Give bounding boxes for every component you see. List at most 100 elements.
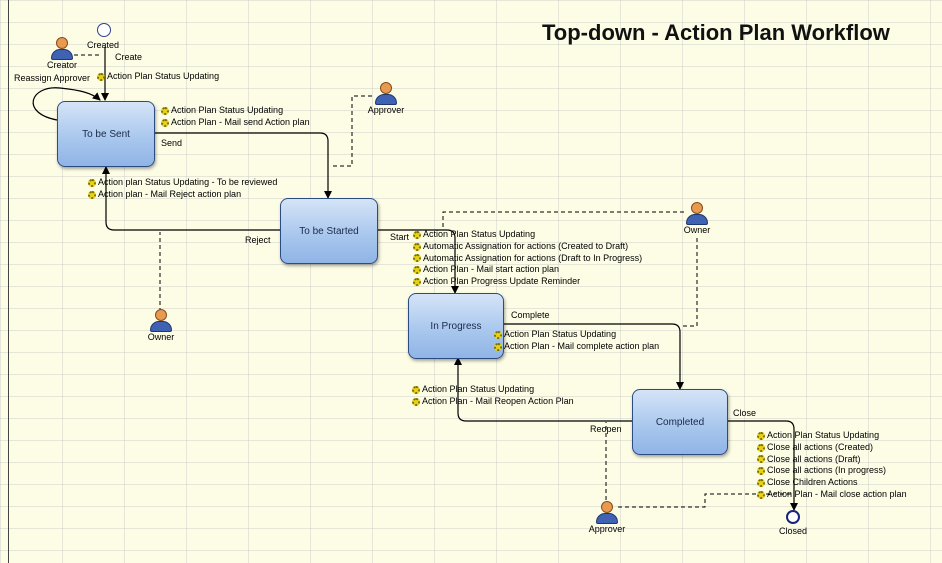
actions-start: Action Plan Status Updating Automatic As… bbox=[413, 229, 642, 288]
state-in-progress[interactable]: In Progress bbox=[408, 293, 504, 359]
action-text: Action Plan Status Updating bbox=[422, 384, 535, 394]
action-item: Action plan Status Updating - To be revi… bbox=[88, 177, 277, 189]
state-label: In Progress bbox=[430, 320, 482, 332]
action-item: Close all actions (Created) bbox=[757, 442, 907, 454]
action-item: Action Plan Status Updating bbox=[413, 229, 642, 241]
reassign-loop-line bbox=[32, 87, 101, 121]
transition-label-reject: Reject bbox=[245, 235, 271, 245]
person-icon-body bbox=[51, 49, 73, 60]
transition-label-create: Create bbox=[115, 52, 143, 62]
gear-icon bbox=[413, 278, 421, 287]
transition-label-send: Send bbox=[161, 138, 183, 148]
action-item: Action Plan - Mail send Action plan bbox=[161, 117, 310, 129]
start-node-label: Created bbox=[87, 40, 120, 50]
start-node[interactable] bbox=[97, 23, 111, 37]
transition-label-reopen: Reopen bbox=[590, 424, 622, 434]
actor-name: Owner bbox=[683, 225, 711, 235]
gear-icon bbox=[757, 443, 765, 452]
person-icon bbox=[691, 202, 703, 214]
gear-icon bbox=[757, 431, 765, 440]
send-transition-line bbox=[155, 132, 332, 199]
actor-name: Creator bbox=[46, 60, 77, 70]
person-icon bbox=[56, 37, 68, 49]
state-to-be-sent[interactable]: To be Sent bbox=[57, 101, 155, 167]
actor-owner-right[interactable]: Owner bbox=[677, 202, 717, 236]
gear-icon bbox=[413, 266, 421, 275]
action-text: Action Plan - Mail close action plan bbox=[767, 488, 907, 499]
action-item: Action Plan - Mail complete action plan bbox=[494, 341, 659, 353]
start-transition-line bbox=[377, 229, 459, 294]
action-text: Action Plan Progress Update Reminder bbox=[423, 276, 581, 287]
person-icon-body bbox=[686, 214, 708, 225]
person-icon-body bbox=[375, 94, 397, 105]
owner-right-link-line-start bbox=[442, 211, 684, 230]
person-icon bbox=[380, 82, 392, 94]
gear-icon bbox=[88, 178, 96, 187]
actions-complete: Action Plan Status Updating Action Plan … bbox=[494, 329, 659, 353]
action-text: Action Plan Status Updating bbox=[767, 430, 880, 440]
owner-right-link-line-complete bbox=[682, 238, 698, 327]
action-item: Action Plan Progress Update Reminder bbox=[413, 276, 642, 288]
action-item: Automatic Assignation for actions (Draft… bbox=[413, 253, 642, 265]
action-text: Close all actions (Draft) bbox=[767, 453, 861, 464]
state-completed[interactable]: Completed bbox=[632, 389, 728, 455]
actor-name: Approver bbox=[588, 524, 626, 534]
reject-transition-line bbox=[102, 166, 281, 231]
state-to-be-started[interactable]: To be Started bbox=[280, 198, 378, 264]
approver-bottom-link-line-close bbox=[618, 493, 793, 508]
actor-name: Owner bbox=[147, 332, 175, 342]
actor-owner-left[interactable]: Owner bbox=[141, 309, 181, 343]
transition-label-reassign: Reassign Approver bbox=[14, 73, 91, 83]
action-text: Action Plan - Mail Reopen Action Plan bbox=[422, 395, 574, 406]
person-icon bbox=[155, 309, 167, 321]
action-text: Action Plan Status Updating bbox=[423, 229, 536, 239]
action-text: Action Plan Status Updating bbox=[171, 105, 284, 115]
transition-label-close: Close bbox=[733, 408, 757, 418]
gear-icon bbox=[88, 190, 96, 199]
actions-create: Action Plan Status Updating bbox=[97, 71, 219, 83]
action-text: Close all actions (In progress) bbox=[767, 465, 887, 476]
action-item: Action Plan Status Updating bbox=[494, 329, 659, 341]
end-node[interactable] bbox=[786, 510, 800, 524]
gear-icon bbox=[412, 385, 420, 394]
canvas-left-border bbox=[8, 0, 9, 563]
transition-label-start: Start bbox=[390, 232, 410, 242]
action-text: Action Plan - Mail complete action plan bbox=[504, 340, 660, 351]
actions-reopen: Action Plan Status Updating Action Plan … bbox=[412, 384, 574, 408]
actor-approver-bottom[interactable]: Approver bbox=[587, 501, 627, 535]
action-item: Action Plan Status Updating bbox=[757, 430, 907, 442]
action-text: Action Plan Status Updating bbox=[107, 71, 220, 81]
actions-send: Action Plan Status Updating Action Plan … bbox=[161, 105, 310, 129]
gear-icon bbox=[161, 106, 169, 115]
actions-close: Action Plan Status Updating Close all ac… bbox=[757, 430, 907, 501]
gear-icon bbox=[161, 118, 169, 127]
state-label: Completed bbox=[655, 416, 705, 428]
complete-transition-line bbox=[503, 323, 684, 390]
state-label: To be Started bbox=[299, 225, 359, 237]
action-item: Action Plan Status Updating bbox=[161, 105, 310, 117]
action-text: Close Children Actions bbox=[767, 477, 858, 488]
action-text: Automatic Assignation for actions (Creat… bbox=[423, 240, 629, 251]
action-item: Close Children Actions bbox=[757, 477, 907, 489]
action-text: Action Plan - Mail start action plan bbox=[423, 264, 560, 275]
gear-icon bbox=[413, 242, 421, 251]
actor-approver-top[interactable]: Approver bbox=[366, 82, 406, 116]
gear-icon bbox=[97, 72, 105, 81]
person-icon bbox=[601, 501, 613, 513]
transition-label-complete: Complete bbox=[511, 310, 550, 320]
gear-icon bbox=[413, 254, 421, 263]
gear-icon bbox=[413, 230, 421, 239]
actions-reject: Action plan Status Updating - To be revi… bbox=[88, 177, 277, 201]
action-item: Action plan - Mail Reject action plan bbox=[88, 189, 277, 201]
actor-creator[interactable]: Creator bbox=[42, 37, 82, 71]
action-item: Action Plan - Mail close action plan bbox=[757, 489, 907, 501]
action-item: Action Plan - Mail Reopen Action Plan bbox=[412, 396, 574, 408]
reopen-transition-line bbox=[454, 357, 632, 422]
action-item: Automatic Assignation for actions (Creat… bbox=[413, 241, 642, 253]
person-icon-body bbox=[150, 321, 172, 332]
diagram-title: Top-down - Action Plan Workflow bbox=[542, 20, 890, 45]
action-item: Action Plan Status Updating bbox=[97, 71, 219, 83]
action-text: Action plan Status Updating - To be revi… bbox=[98, 177, 278, 187]
